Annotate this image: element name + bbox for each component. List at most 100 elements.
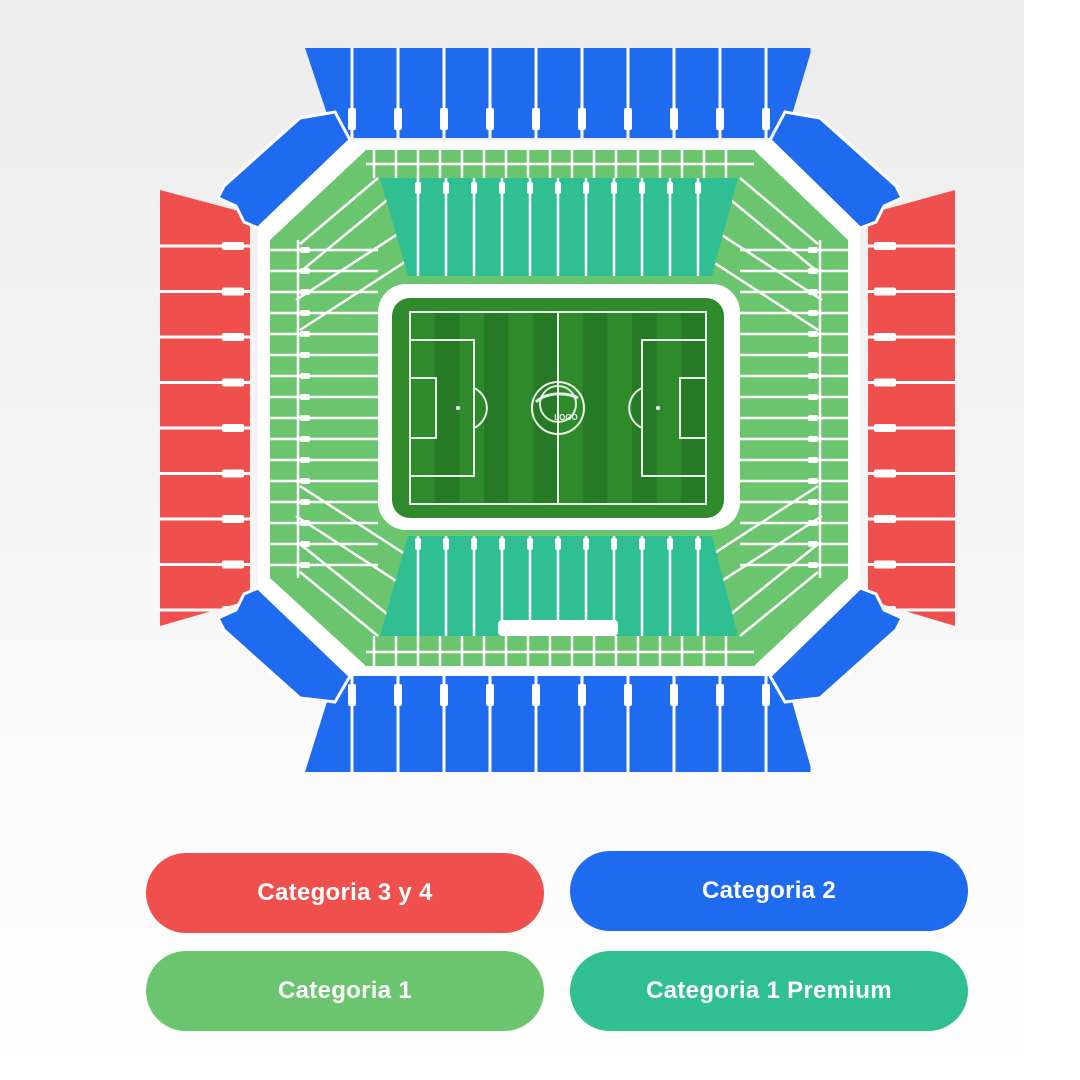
vomitory-marker xyxy=(471,538,477,550)
page-margin-strip xyxy=(1024,0,1080,1080)
vomitory-marker xyxy=(624,684,632,706)
vomitory-marker xyxy=(808,373,818,379)
penalty-spot-left xyxy=(456,406,460,410)
vomitory-marker xyxy=(532,684,540,706)
center-logo-text: LOGO xyxy=(554,413,578,422)
vomitory-marker xyxy=(874,469,896,478)
vomitory-marker xyxy=(443,182,449,194)
vomitory-marker xyxy=(808,499,818,505)
penalty-spot-right xyxy=(656,406,660,410)
legend-button-categoria-3-y-4[interactable]: Categoria 3 y 4 xyxy=(146,853,544,933)
vomitory-marker xyxy=(578,108,586,130)
vomitory-marker xyxy=(808,478,818,484)
corner-section-divider xyxy=(295,514,405,588)
legend-label: Categoria 1 Premium xyxy=(646,977,892,1004)
center-circle xyxy=(531,381,585,435)
vomitory-marker xyxy=(808,394,818,400)
vomitory-marker xyxy=(667,538,673,550)
vomitory-marker xyxy=(874,515,896,523)
corner-section-divider xyxy=(299,177,379,245)
stadium-seating-map: LOGO xyxy=(160,48,955,772)
vomitory-marker xyxy=(808,562,818,568)
bottom-tunnel xyxy=(498,620,618,636)
vomitory-marker xyxy=(624,108,632,130)
vomitory-marker xyxy=(222,424,244,432)
corner-section-divider xyxy=(299,571,379,637)
premium-stands xyxy=(380,178,738,636)
vomitory-marker xyxy=(471,182,477,194)
pitch-stripe xyxy=(681,312,707,504)
stand-corner-blue-ne[interactable] xyxy=(768,110,905,230)
vomitory-marker xyxy=(300,352,310,358)
corner-section-divider xyxy=(713,228,823,302)
vomitory-marker xyxy=(300,478,310,484)
corner-section-divider xyxy=(713,514,823,588)
penalty-arc-left xyxy=(473,387,488,429)
vomitory-marker xyxy=(499,538,505,550)
vomitory-marker xyxy=(222,287,244,296)
vomitory-marker xyxy=(527,182,533,194)
stand-top-blue[interactable] xyxy=(305,48,812,138)
vomitory-marker xyxy=(300,499,310,505)
vomitory-marker xyxy=(300,457,310,463)
vomitory-marker xyxy=(611,538,617,550)
football-pitch: LOGO xyxy=(392,298,724,518)
legend-label: Categoria 3 y 4 xyxy=(257,879,433,906)
legend-button-categoria-2[interactable]: Categoria 2 xyxy=(570,851,968,931)
vomitory-marker xyxy=(611,182,617,194)
vomitory-marker xyxy=(222,378,244,387)
legend-label: Categoria 2 xyxy=(701,877,836,904)
vomitory-marker xyxy=(808,331,818,337)
vomitory-marker xyxy=(440,108,448,130)
vomitory-marker xyxy=(808,436,818,442)
pitch-stripe xyxy=(582,312,608,504)
vomitory-marker xyxy=(532,108,540,130)
corner-section-divider xyxy=(739,571,819,637)
vomitory-marker xyxy=(695,538,701,550)
vomitory-marker xyxy=(300,310,310,316)
vomitory-marker xyxy=(583,538,589,550)
corner-section-divider xyxy=(739,177,819,245)
vomitory-marker xyxy=(486,108,494,130)
vomitory-marker xyxy=(670,684,678,706)
vomitory-marker xyxy=(762,684,770,706)
vomitory-marker xyxy=(874,242,896,250)
vomitory-marker xyxy=(808,247,818,253)
vomitory-marker xyxy=(762,108,770,130)
vomitory-marker xyxy=(716,108,724,130)
vomitory-marker xyxy=(808,310,818,316)
pitch-stripe xyxy=(533,312,559,504)
vomitory-marker xyxy=(808,457,818,463)
vomitory-marker xyxy=(695,182,701,194)
vomitory-marker xyxy=(443,538,449,550)
vomitory-marker xyxy=(578,684,586,706)
pitch-stripe xyxy=(632,312,657,504)
red-stands xyxy=(160,190,955,626)
vomitory-marker xyxy=(667,182,673,194)
legend-button-categoria-1-premium[interactable]: Categoria 1 Premium xyxy=(570,951,968,1031)
pitch-stripe xyxy=(484,312,509,504)
vomitory-marker xyxy=(394,108,402,130)
legend-button-categoria-1[interactable]: Categoria 1 xyxy=(146,951,544,1031)
vomitory-marker xyxy=(527,538,533,550)
vomitory-marker xyxy=(348,684,356,706)
corner-section-divider xyxy=(725,195,819,273)
vomitory-marker xyxy=(874,287,896,296)
vomitory-marker xyxy=(222,469,244,478)
vomitory-marker xyxy=(300,562,310,568)
vomitory-marker xyxy=(222,242,244,250)
vomitory-marker xyxy=(486,684,494,706)
corner-section-divider xyxy=(725,543,819,619)
vomitory-marker xyxy=(808,415,818,421)
stand-corner-blue-sw[interactable] xyxy=(215,586,352,704)
stand-corner-blue-nw[interactable] xyxy=(215,110,352,230)
corner-section-divider xyxy=(299,195,393,273)
center-logo: LOGO xyxy=(534,385,579,423)
vomitory-marker xyxy=(874,378,896,387)
vomitory-marker xyxy=(415,182,421,194)
stand-corner-blue-se[interactable] xyxy=(768,586,905,704)
vomitory-marker xyxy=(499,182,505,194)
corner-section-divider xyxy=(709,258,819,332)
stand-bottom-blue[interactable] xyxy=(305,676,812,772)
goal-area-right xyxy=(679,377,707,439)
